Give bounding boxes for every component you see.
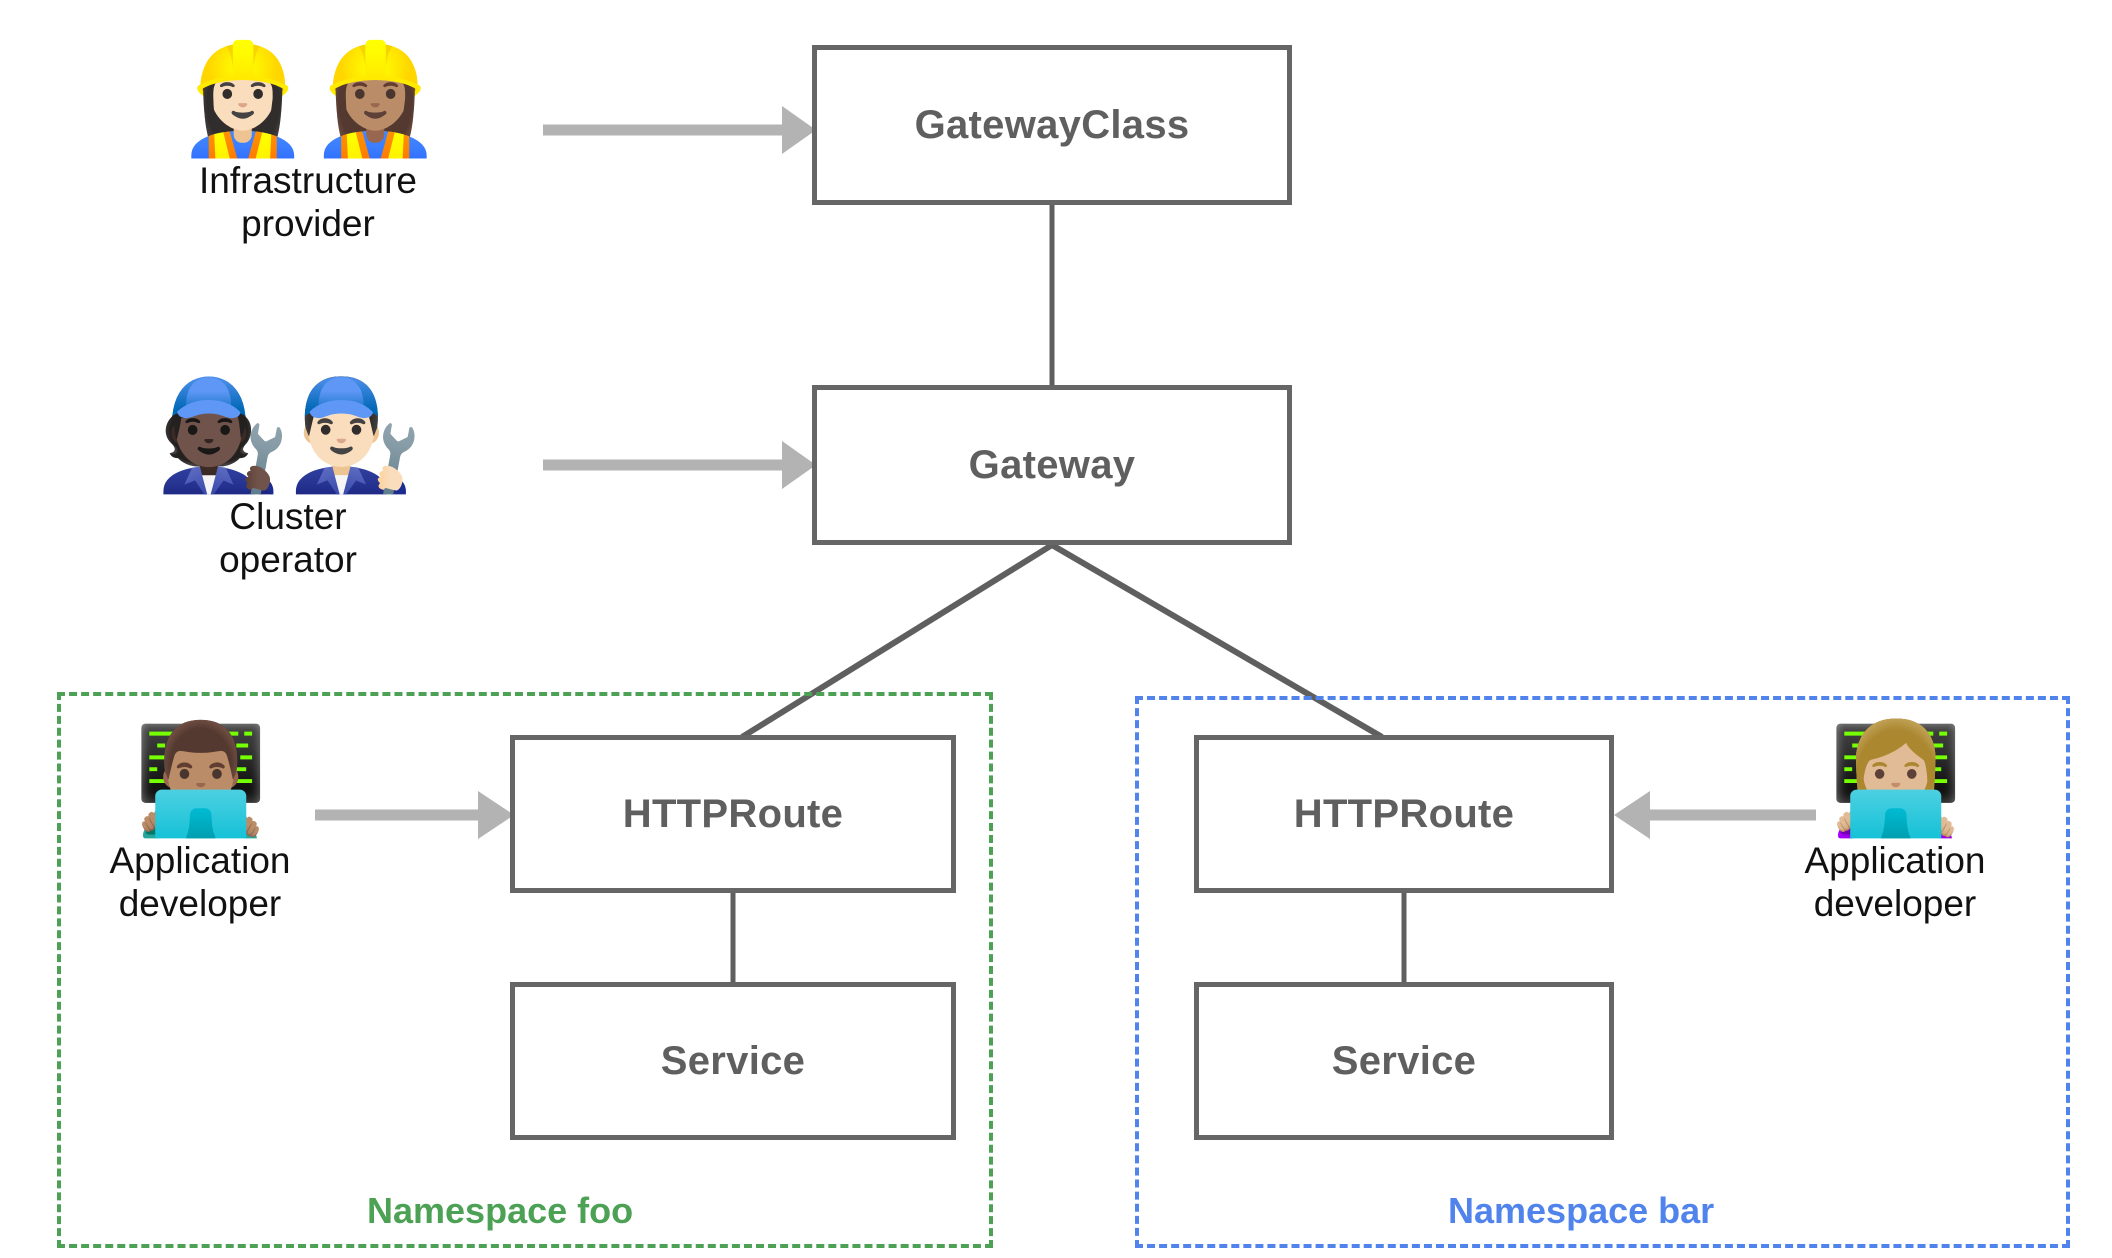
persona-label-line2: provider [241,202,375,244]
resource-box-service-foo[interactable]: Service [510,982,956,1140]
namespace-container-foo [57,692,993,1248]
persona-label-infrastructure-provider: Infrastructure provider [199,160,417,244]
resource-label-service-bar: Service [1331,1038,1477,1083]
persona-label-line2: developer [118,882,282,924]
resource-label-gateway: Gateway [968,442,1136,487]
man-technologist-icon: 👨🏽‍💻 [133,718,268,839]
persona-label-line1: Application [109,840,291,882]
arrow-infra-to-gatewayclass [543,106,816,154]
resource-box-httproute-foo[interactable]: HTTPRoute [510,735,956,893]
resource-box-service-bar[interactable]: Service [1194,982,1614,1140]
mechanic-icon: 🧑🏿‍🔧👨🏻‍🔧 [155,374,423,495]
persona-label-cluster-operator: Cluster operator [219,496,357,580]
persona-application-developer-bar: 👩🏼‍💻 Application developer [1745,718,2045,925]
resource-box-httproute-bar[interactable]: HTTPRoute [1194,735,1614,893]
persona-label-line1: Cluster [229,496,347,538]
resource-box-gateway[interactable]: Gateway [812,385,1292,545]
woman-technologist-icon: 👩🏼‍💻 [1828,718,1963,839]
resource-label-service-foo: Service [660,1038,806,1083]
persona-label-line2: operator [219,538,357,580]
persona-cluster-operator: 🧑🏿‍🔧👨🏻‍🔧 Cluster operator [118,374,458,581]
persona-label-line1: Infrastructure [199,160,417,202]
woman-construction-worker-icon: 👷🏻‍♀️👷🏽‍♀️ [175,38,443,159]
namespace-container-bar [1135,696,2070,1248]
namespace-label-bar: Namespace bar [1448,1190,1715,1231]
persona-label-line2: developer [1813,882,1977,924]
persona-label-application-developer-foo: Application developer [109,840,290,924]
persona-label-line1: Application [1804,840,1986,882]
namespace-label-foo: Namespace foo [367,1190,634,1231]
persona-infrastructure-provider: 👷🏻‍♀️👷🏽‍♀️ Infrastructure provider [138,38,478,245]
persona-label-application-developer-bar: Application developer [1804,840,1985,924]
resource-label-httproute-foo: HTTPRoute [622,791,844,836]
resource-label-gatewayclass: GatewayClass [914,102,1190,147]
resource-box-gatewayclass[interactable]: GatewayClass [812,45,1292,205]
arrow-operator-to-gateway [543,441,816,489]
persona-application-developer-foo: 👨🏽‍💻 Application developer [50,718,350,925]
resource-label-httproute-bar: HTTPRoute [1293,791,1515,836]
